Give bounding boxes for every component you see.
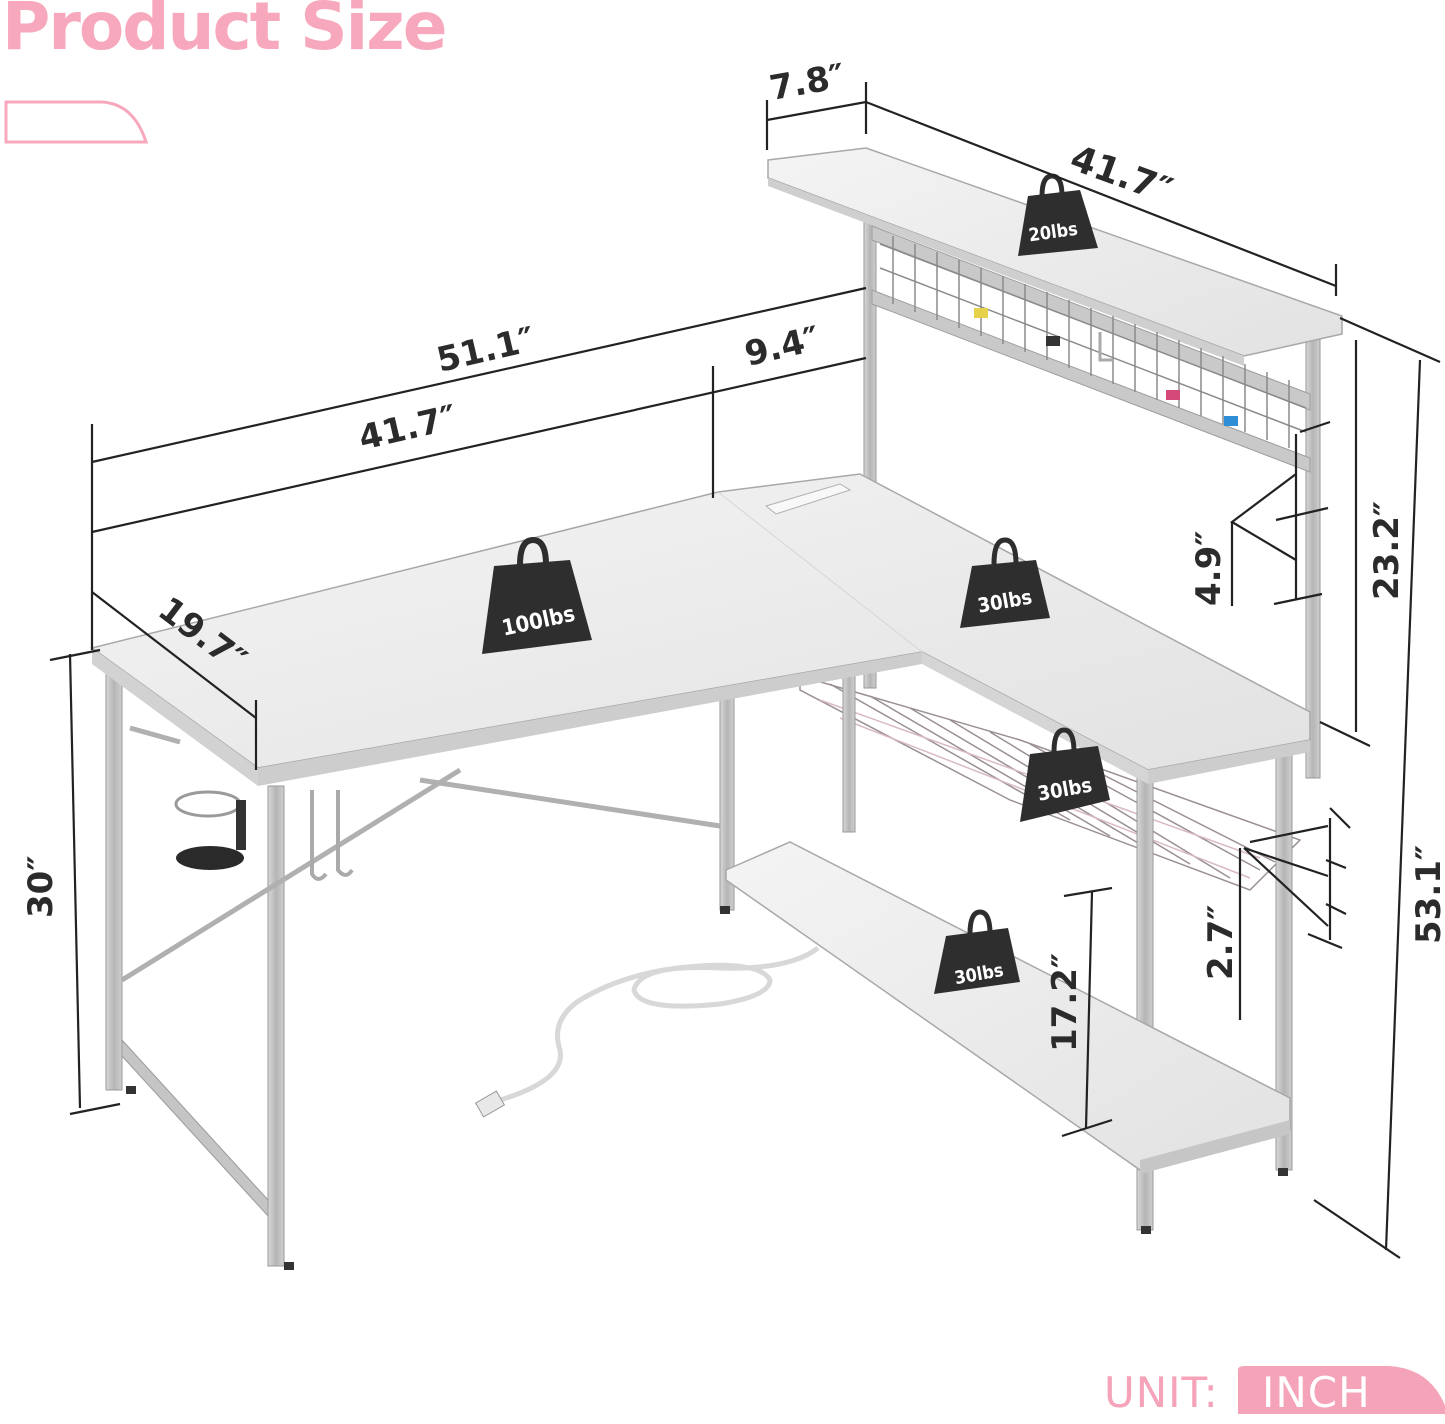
bottom-shelf [725,841,1291,1174]
pegboard-hook-icon [1098,332,1112,362]
dim-extension-length: 9.4″ [741,319,823,375]
dim-hutch-gap: 4.9″ [1189,531,1229,606]
weight-bottom-shelf: 30lbs [934,909,1020,994]
power-plug-icon [474,1090,506,1118]
title-underline-swoosh [4,100,149,144]
page-title: Product Size [2,0,447,65]
dim-overall-length: 51.1″ [433,320,539,381]
dim-wire-shelf-spacing: 2.7″ [1201,905,1241,980]
weight-wire-shelf: 30lbs [1020,727,1110,822]
dim-top-shelf-depth: 7.8″ [767,56,848,108]
binder-clip-yellow-icon [974,308,988,318]
dim-hutch-height: 23.2″ [1367,501,1407,600]
binder-clip-black-icon [1046,336,1060,346]
desk-top [90,473,1311,786]
dim-desk-height: 30″ [21,855,61,918]
unit-label: UNIT: [1104,1368,1219,1417]
dim-lower-shelf-height: 17.2″ [1045,953,1085,1052]
binder-clip-blue-icon [1224,416,1238,426]
dimension-lines [49,82,1441,1259]
power-cord [499,945,820,1103]
weight-main-desk: 100lbs [482,536,592,654]
weight-top-shelf: 20lbs [1018,173,1098,256]
dim-main-desk-length: 41.7″ [355,398,461,459]
binder-clip-pink-icon [1166,390,1180,400]
unit-badge [1238,1366,1445,1414]
desk-legs [105,651,1293,1270]
pegboard-grid [879,236,1307,448]
weight-side-desk: 30lbs [960,537,1050,628]
power-outlet-icon [764,483,852,515]
cup-holder-icon [174,790,246,870]
headphone-hook-icon [310,790,354,881]
dim-overall-height: 53.1″ [1409,845,1445,944]
unit-value: INCH [1262,1368,1371,1417]
